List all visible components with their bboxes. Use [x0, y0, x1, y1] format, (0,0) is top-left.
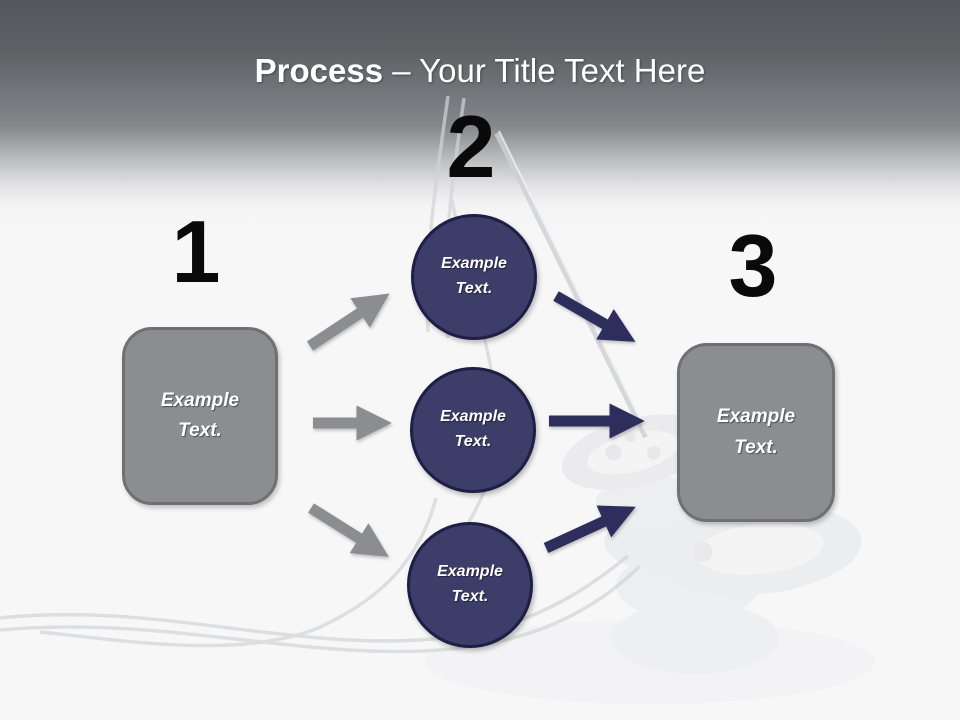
circle-middle-label: Example Text.: [440, 408, 506, 450]
title-text-regular: – Your Title Text Here: [392, 52, 706, 89]
process-box-1: Example Text.: [122, 327, 278, 505]
thread-graphic: [0, 95, 642, 654]
process-circle-bottom: Example Text.: [407, 522, 533, 648]
gray-arrow-top: [306, 293, 390, 351]
step-number-2: 2: [446, 97, 496, 196]
circle-bottom-label: Example Text.: [437, 563, 503, 605]
circle-top-label: Example Text.: [441, 255, 507, 297]
navy-arrow-top: [553, 291, 636, 342]
box-3-label: Example Text.: [716, 406, 796, 458]
navy-arrow-bottom: [543, 505, 636, 553]
process-circle-top: Example Text.: [411, 214, 537, 340]
gray-arrow-bottom: [308, 503, 389, 557]
process-box-3: Example Text.: [677, 343, 835, 522]
step-number-3: 3: [728, 216, 778, 315]
box-1-label: Example Text.: [160, 389, 240, 441]
slide-title: Process – Your Title Text Here: [0, 49, 960, 93]
step-number-1: 1: [171, 202, 221, 301]
process-circle-middle: Example Text.: [410, 367, 536, 493]
title-text-bold: Process: [254, 52, 384, 89]
